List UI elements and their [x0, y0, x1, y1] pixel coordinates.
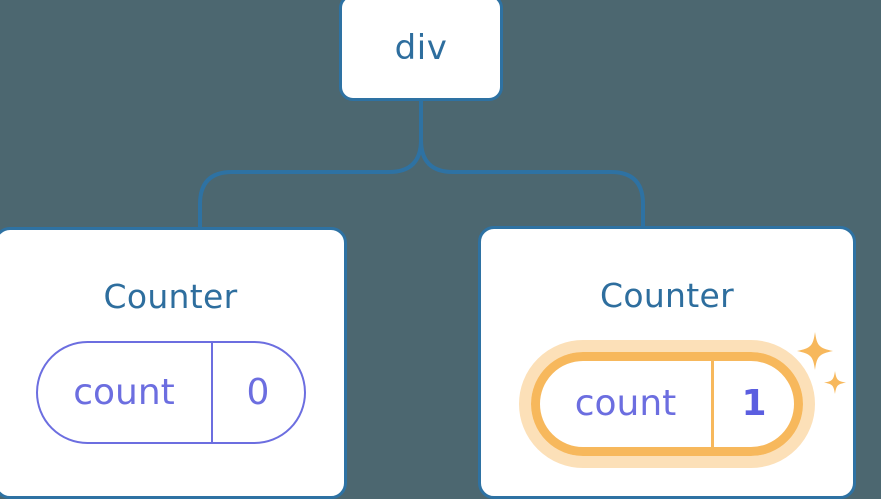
counter-card-right[interactable]: Counter count 1: [478, 226, 856, 499]
counter-title-left: Counter: [103, 277, 238, 316]
state-key-right: count: [574, 383, 677, 424]
state-pill-highlight-ring: count 1: [519, 332, 846, 468]
counter-title-right: Counter: [600, 276, 734, 315]
connector-right: [419, 99, 645, 230]
state-value-cell-right: 1: [714, 361, 794, 447]
node-div-label: div: [394, 27, 448, 68]
counter-card-left[interactable]: Counter count 0: [0, 227, 347, 499]
state-pill-wrap-left: count 0: [0, 341, 344, 444]
node-div[interactable]: div: [339, 0, 503, 101]
state-pill-right[interactable]: count 1: [531, 352, 803, 456]
sparkle-small-icon: [824, 371, 846, 394]
state-pill-left[interactable]: count 0: [35, 341, 306, 444]
state-key-cell-left: count: [38, 343, 213, 442]
sparkle-large-icon: [797, 332, 833, 370]
state-key-cell-right: count: [540, 361, 714, 447]
state-value-cell-left: 0: [213, 343, 304, 442]
connector-left: [198, 99, 423, 230]
state-key-left: count: [73, 371, 175, 413]
state-value-left: 0: [246, 371, 270, 413]
state-pill-wrap-right: count 1: [481, 332, 853, 468]
state-value-right: 1: [741, 383, 767, 424]
